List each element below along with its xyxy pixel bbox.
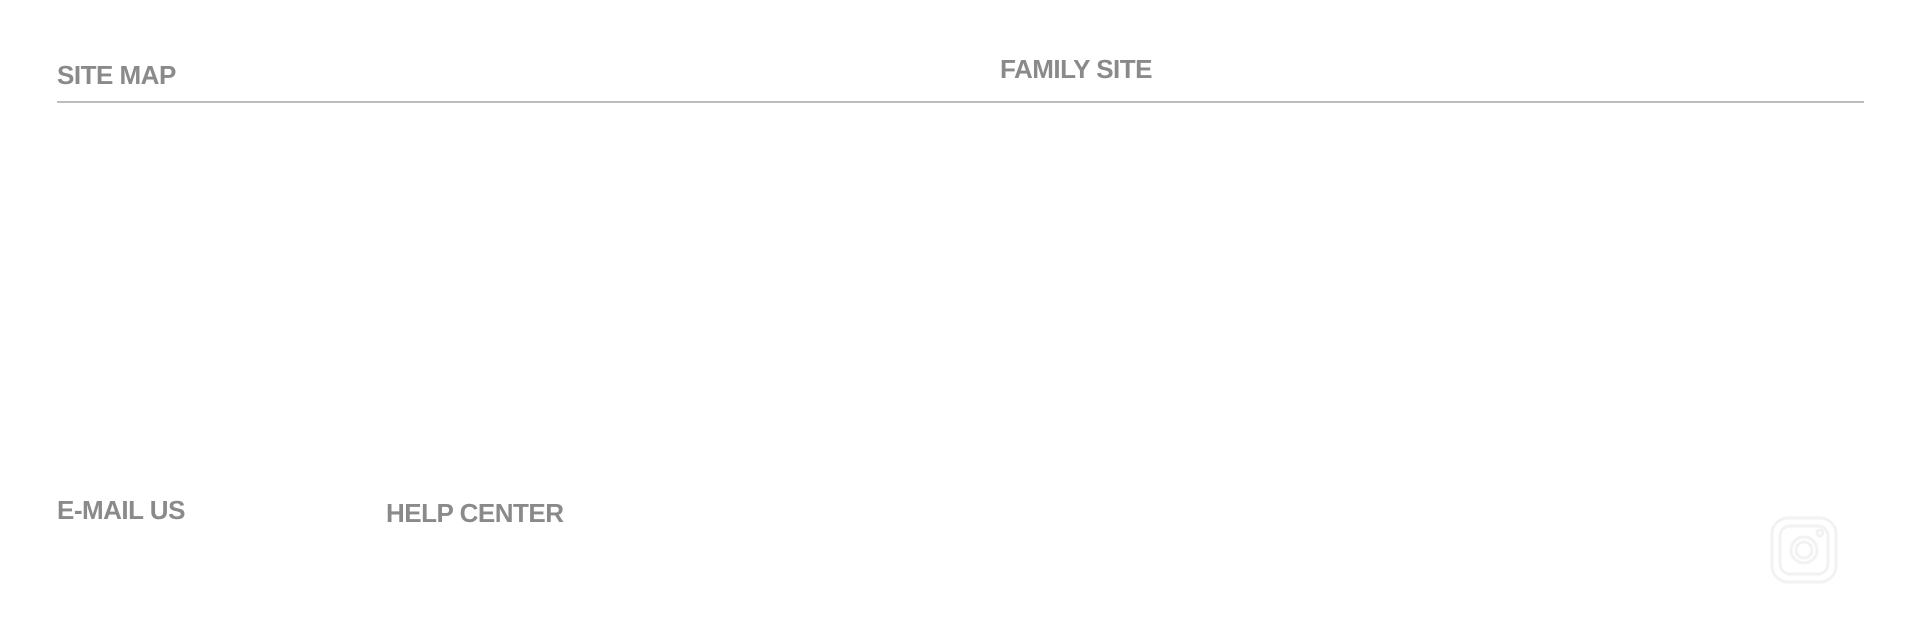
instagram-link[interactable] (1768, 514, 1840, 586)
instagram-icon (1770, 516, 1838, 584)
family-site-heading[interactable]: FAMILY SITE (1000, 54, 1153, 84)
email-us-link[interactable]: E-MAIL US (57, 495, 185, 525)
help-center-link[interactable]: HELP CENTER (386, 498, 564, 528)
site-map-heading: SITE MAP (57, 60, 176, 90)
divider (57, 101, 1864, 103)
